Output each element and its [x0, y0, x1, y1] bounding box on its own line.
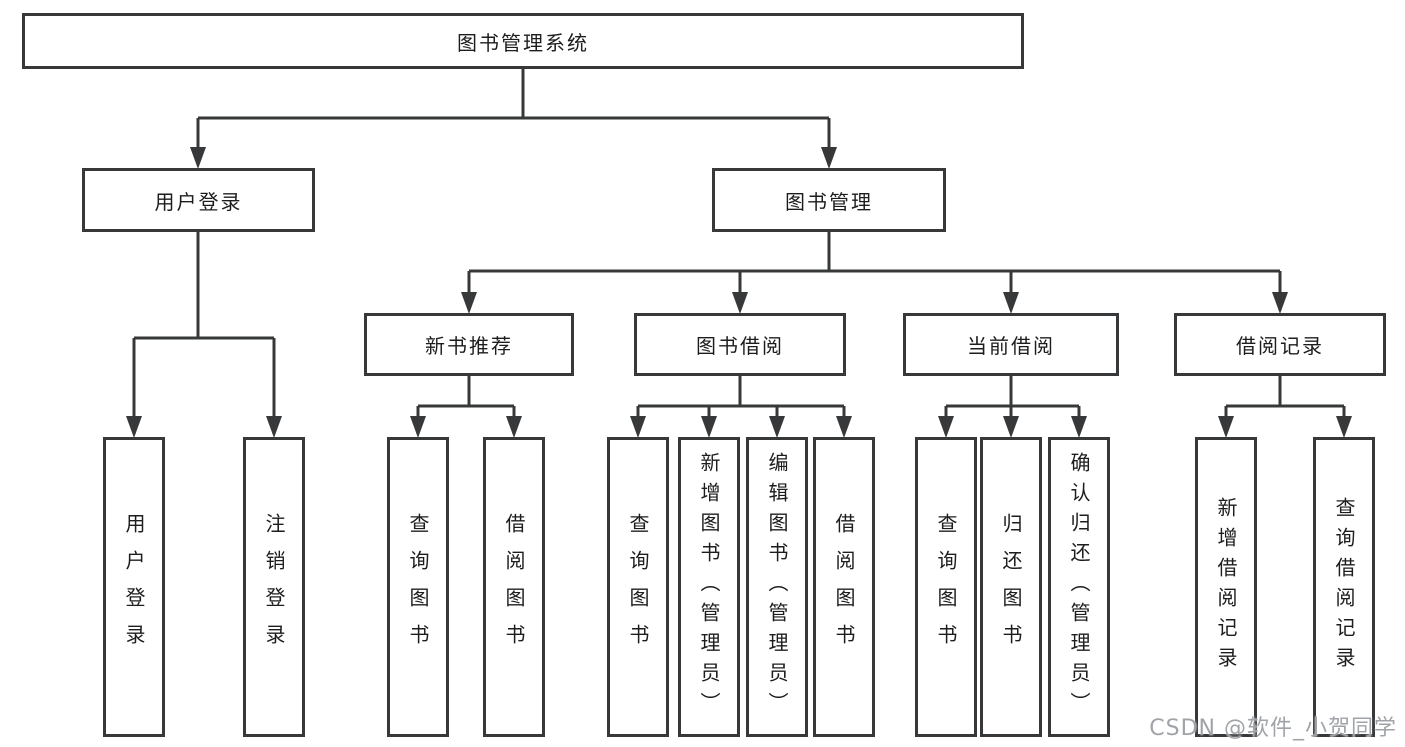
node-root: 图书管理系统: [22, 13, 1024, 69]
node-book-management: 图书管理: [712, 168, 946, 232]
leaf-add-borrow-record: 新增借阅记录: [1195, 437, 1257, 737]
leaf-edit-books-admin: 编辑图书（管理员）: [746, 437, 808, 737]
leaf-query-borrow-record: 查询借阅记录: [1313, 437, 1375, 737]
leaf-query-books-recommend: 查询图书: [387, 437, 449, 737]
leaf-query-books-borrow: 查询图书: [607, 437, 669, 737]
node-borrow-records: 借阅记录: [1174, 313, 1386, 376]
node-new-book-recommend: 新书推荐: [364, 313, 574, 376]
leaf-user-login: 用户登录: [103, 437, 165, 737]
node-current-borrow-label: 当前借阅: [967, 334, 1055, 358]
node-book-management-label: 图书管理: [785, 189, 873, 214]
node-book-borrow-label: 图书借阅: [696, 334, 784, 358]
watermark: CSDN @软件_小贺同学: [1149, 716, 1397, 741]
node-book-borrow: 图书借阅: [634, 313, 846, 376]
node-new-book-recommend-label: 新书推荐: [425, 334, 513, 358]
arrowhead-group: [126, 147, 1352, 438]
leaf-return-books: 归还图书: [980, 437, 1042, 737]
node-current-borrow: 当前借阅: [903, 313, 1119, 376]
node-borrow-records-label: 借阅记录: [1236, 334, 1324, 358]
leaf-query-books-current: 查询图书: [915, 437, 977, 737]
node-user-login-label: 用户登录: [154, 189, 243, 214]
node-user-login: 用户登录: [82, 168, 315, 232]
leaf-confirm-return-admin: 确认归还（管理员）: [1048, 437, 1110, 737]
leaf-borrow-books-recommend: 借阅图书: [483, 437, 545, 737]
node-root-label: 图书管理系统: [457, 30, 589, 55]
leaf-logout: 注销登录: [243, 437, 305, 737]
leaf-borrow-books: 借阅图书: [813, 437, 875, 737]
leaf-add-books-admin: 新增图书（管理员）: [678, 437, 740, 737]
